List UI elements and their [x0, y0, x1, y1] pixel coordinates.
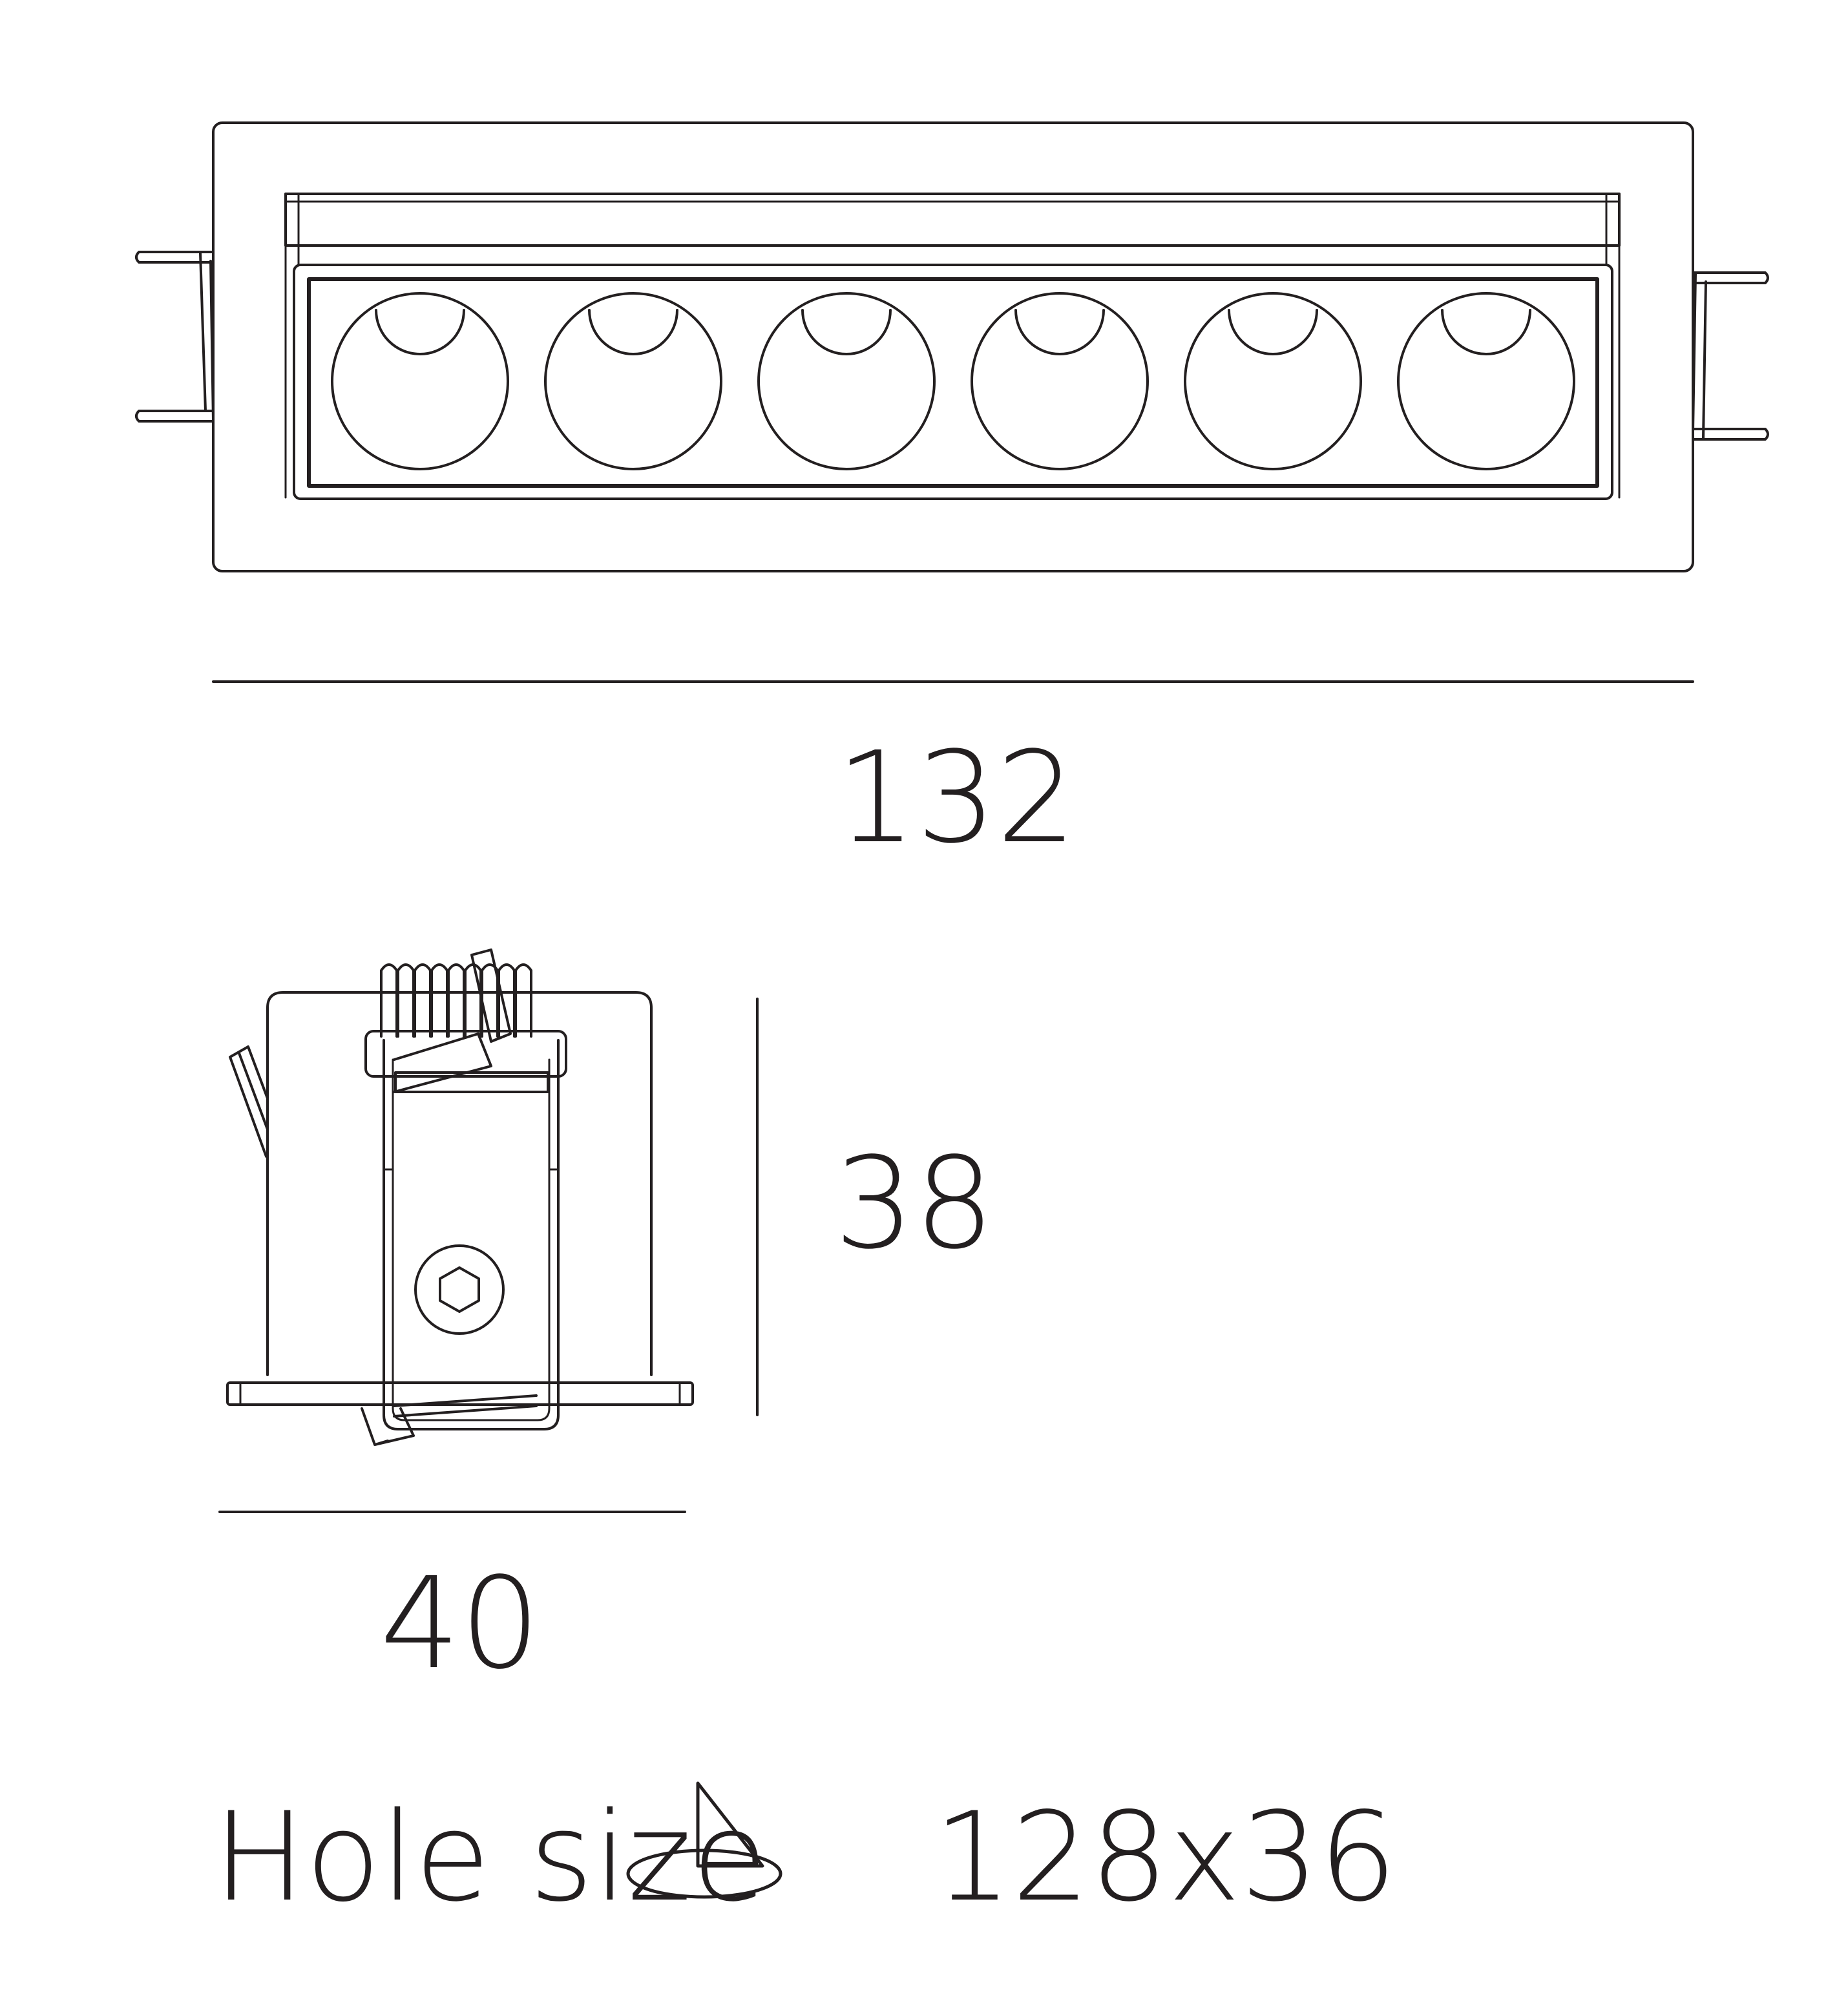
coil-loop	[397, 963, 415, 1038]
hole-size-icon	[626, 1781, 782, 1899]
led-lens	[331, 292, 509, 470]
led-reflector	[1184, 292, 1362, 470]
coil-spring	[380, 963, 532, 1038]
led-emitter	[588, 309, 678, 355]
led-housing	[293, 264, 1613, 500]
led-lens	[544, 292, 722, 470]
bottom-tab	[361, 1407, 415, 1446]
coil-loop	[414, 963, 432, 1038]
coil-loop	[430, 963, 448, 1038]
led-emitter	[375, 309, 465, 355]
led-lens	[757, 292, 936, 470]
coil-loop	[481, 963, 499, 1038]
fixture-body	[266, 991, 653, 1376]
led-reflector	[331, 292, 509, 470]
led-emitter	[1228, 309, 1318, 355]
led-emitter	[801, 309, 892, 355]
coil-loop	[464, 963, 482, 1038]
right-clip	[1692, 271, 1769, 441]
flange	[226, 1381, 694, 1406]
hex-screw-icon	[414, 1244, 505, 1335]
coil-loop	[380, 963, 398, 1038]
height-dimension: 38	[834, 1130, 994, 1277]
led-reflector	[971, 292, 1149, 470]
led-reflector	[544, 292, 722, 470]
coil-loop	[498, 963, 516, 1038]
led-lens	[971, 292, 1149, 470]
hole-size-label: Hole size	[213, 1786, 768, 1929]
left-clip	[135, 251, 215, 423]
coil-loop	[447, 963, 465, 1038]
length-dimension: 132	[836, 724, 1076, 871]
led-lens	[1184, 292, 1362, 470]
led-reflector	[757, 292, 936, 470]
top-view	[135, 121, 1769, 572]
led-lens	[1397, 292, 1575, 470]
width-dimension: 40	[380, 1550, 540, 1697]
led-emitter	[1441, 309, 1531, 355]
outer-frame	[212, 121, 1694, 572]
hole-size-value: 128x36	[934, 1786, 1397, 1929]
side-view	[226, 948, 759, 1446]
upper-band	[284, 193, 1621, 499]
coil-loop	[514, 963, 532, 1038]
led-row	[331, 292, 1575, 470]
led-reflector	[1397, 292, 1575, 470]
led-emitter	[1014, 309, 1105, 355]
side-tab	[229, 1045, 269, 1158]
